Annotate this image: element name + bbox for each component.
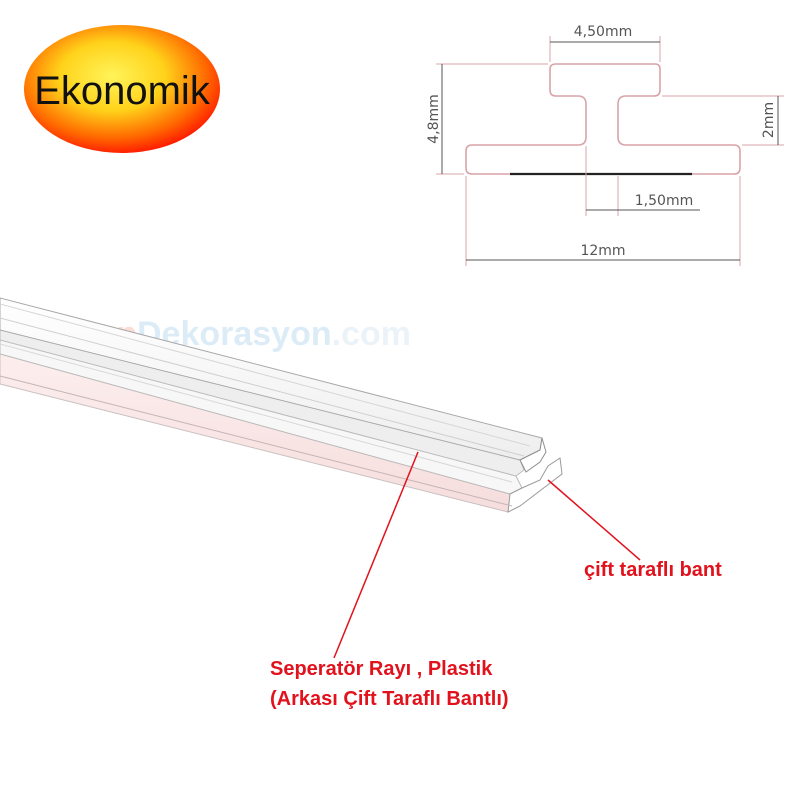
callout-rail: Seperatör Rayı , Plastik (Arkası Çift Ta…	[270, 451, 509, 710]
dimension-top-width-label: 4,50mm	[574, 24, 632, 40]
callout-tape-label: çift taraflı bant	[584, 559, 722, 581]
rail-base-end	[507, 457, 563, 513]
cross-section-drawing: 4,50mm 4,8mm 2mm 1,50mm 12mm	[426, 24, 784, 266]
dimension-total-width-label: 12mm	[580, 243, 625, 259]
callout-tape: çift taraflı bant	[547, 479, 722, 581]
dimension-height-label: 4,8mm	[426, 94, 442, 144]
callout-rail-leader	[333, 451, 419, 659]
dimension-upper-height-label: 2mm	[761, 102, 777, 138]
rail-top-end	[519, 437, 547, 473]
dimension-height	[436, 63, 548, 175]
profile-outline	[465, 63, 741, 175]
dimension-top-width	[549, 36, 661, 62]
ekonomik-badge: Ekonomik	[24, 25, 220, 153]
badge-label: Ekonomik	[34, 69, 211, 113]
dimension-total-width	[465, 176, 741, 266]
dimension-stem-width-label: 1,50mm	[635, 193, 693, 209]
rail-3d	[0, 297, 563, 513]
dimension-upper-height	[662, 95, 784, 146]
dimension-stem-width	[585, 146, 700, 216]
callout-tape-leader	[547, 479, 641, 561]
watermark-com: .com	[332, 315, 411, 353]
callout-rail-line1: Seperatör Rayı , Plastik	[270, 658, 493, 680]
callout-rail-line2: (Arkası Çift Taraflı Bantlı)	[270, 688, 509, 710]
